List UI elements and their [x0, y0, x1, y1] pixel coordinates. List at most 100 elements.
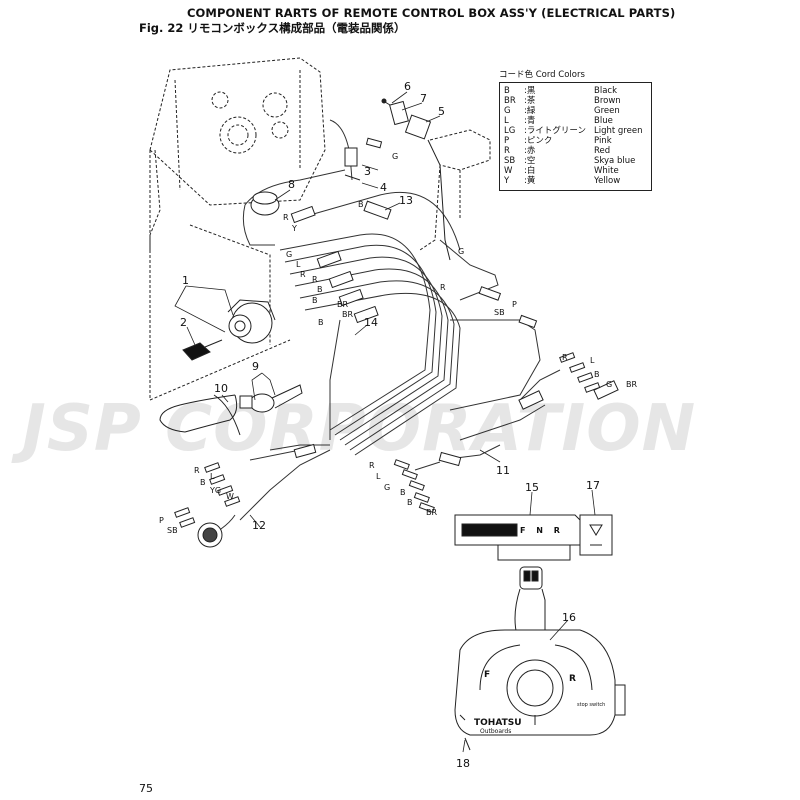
trim-switch — [404, 114, 451, 261]
part-number-2: 2 — [180, 316, 187, 329]
clip — [389, 100, 409, 126]
wire-label: R — [194, 466, 200, 475]
legend-en: Pink — [594, 136, 612, 146]
gear-forward-label: F — [484, 670, 491, 680]
wire-label: R — [369, 461, 375, 470]
handle-outline — [419, 129, 491, 251]
part-number-11: 11 — [496, 464, 510, 477]
wire-label: B — [312, 296, 318, 305]
brand-subtext: Outboards — [480, 728, 512, 735]
leader-lines — [174, 91, 596, 753]
part-number-18: 18 — [456, 757, 470, 770]
part-number-9: 9 — [252, 360, 259, 373]
connectors — [290, 137, 619, 467]
wire-label: P — [159, 516, 164, 525]
harness-11-ends — [393, 352, 601, 513]
legend-code: B — [504, 86, 510, 96]
wire-label: R — [562, 353, 568, 362]
legend-code: Y — [504, 176, 510, 186]
wire-label: R — [300, 270, 306, 279]
legend-jp: :緑 — [524, 106, 536, 116]
ignition-key — [182, 339, 223, 361]
legend-row: G :緑 Green — [504, 106, 647, 116]
legend-jp: :ピンク — [524, 136, 553, 146]
stop-switch-label: stop switch — [577, 702, 606, 708]
wire-label: R — [440, 283, 446, 292]
legend-code: SB — [504, 156, 516, 166]
part-number-16: 16 — [562, 611, 576, 624]
figure-caption: Fig. 22 リモコンボックス構成部品（電装品関係） — [139, 21, 406, 35]
legend-en: Yellow — [594, 176, 621, 186]
part-number-8: 8 — [288, 178, 295, 191]
legend-code: W — [504, 166, 513, 176]
wire-label: YG — [210, 486, 222, 495]
legend-en: Light green — [594, 126, 643, 136]
wire-label: L — [210, 472, 215, 481]
wire-label: SB — [167, 526, 178, 535]
wire-label: G — [384, 483, 391, 492]
page-number: 75 — [139, 782, 153, 795]
part-number-4: 4 — [380, 181, 387, 194]
buzzer — [250, 191, 280, 216]
harness-12-ends — [174, 462, 241, 528]
legend-code: G — [504, 106, 511, 116]
neutral-switch — [344, 147, 361, 181]
legend-en: Green — [594, 106, 620, 116]
wire-label: BR — [626, 380, 638, 389]
indicator-panel — [454, 514, 586, 561]
wire-label: SB — [494, 308, 505, 317]
legend-jp: :白 — [524, 166, 536, 176]
wire-label: BR — [342, 310, 354, 319]
legend-title: コード色 Cord Colors — [499, 70, 585, 80]
wire-label: P — [512, 300, 517, 309]
part-number-13: 13 — [399, 194, 413, 207]
legend-jp: :ライトグリーン — [524, 126, 586, 136]
legend-code: P — [504, 136, 510, 146]
wire-label: BR — [426, 508, 438, 517]
page-title: COMPONENT RARTS OF REMOTE CONTROL BOX AS… — [187, 6, 676, 20]
wire-label: Y — [292, 224, 297, 233]
legend-code: L — [504, 116, 509, 126]
part-number-14: 14 — [364, 316, 378, 329]
indicator-fnr: F N R — [520, 526, 564, 535]
wire-label: B — [200, 478, 206, 487]
part-number-3: 3 — [364, 165, 371, 178]
wire-label: L — [590, 356, 595, 365]
wire-label: G — [458, 247, 465, 256]
legend-jp: :黒 — [524, 86, 536, 96]
wire-label: R — [283, 213, 289, 222]
wire-label: B — [318, 318, 324, 327]
watermark: JSP CORPORATION — [22, 392, 697, 466]
key-switch — [227, 299, 276, 344]
part-number-1: 1 — [182, 274, 189, 287]
wire-label: B — [400, 488, 406, 497]
wire-label: B — [594, 370, 600, 379]
brand-logo-text: TOHATSU — [474, 718, 522, 728]
legend-en: White — [594, 166, 619, 176]
legend-jp: :青 — [524, 116, 536, 126]
legend-code: R — [504, 146, 510, 156]
part-number-6: 6 — [404, 80, 411, 93]
legend-jp: :茶 — [524, 96, 536, 106]
legend-en: Black — [594, 86, 617, 96]
part-number-10: 10 — [214, 382, 228, 395]
lanyard-cord — [159, 394, 253, 436]
wire-label: G — [606, 380, 613, 389]
part-number-5: 5 — [438, 105, 445, 118]
part-number-15: 15 — [525, 481, 539, 494]
legend-jp: :赤 — [524, 146, 536, 156]
warning-switch — [579, 514, 613, 556]
wire-label: B — [407, 498, 413, 507]
wire-label: B — [358, 200, 364, 209]
wire-label: R — [312, 275, 318, 284]
legend-row: B :黒 Black — [504, 86, 647, 96]
wire-label: L — [376, 472, 381, 481]
wire-label: BR — [337, 300, 349, 309]
